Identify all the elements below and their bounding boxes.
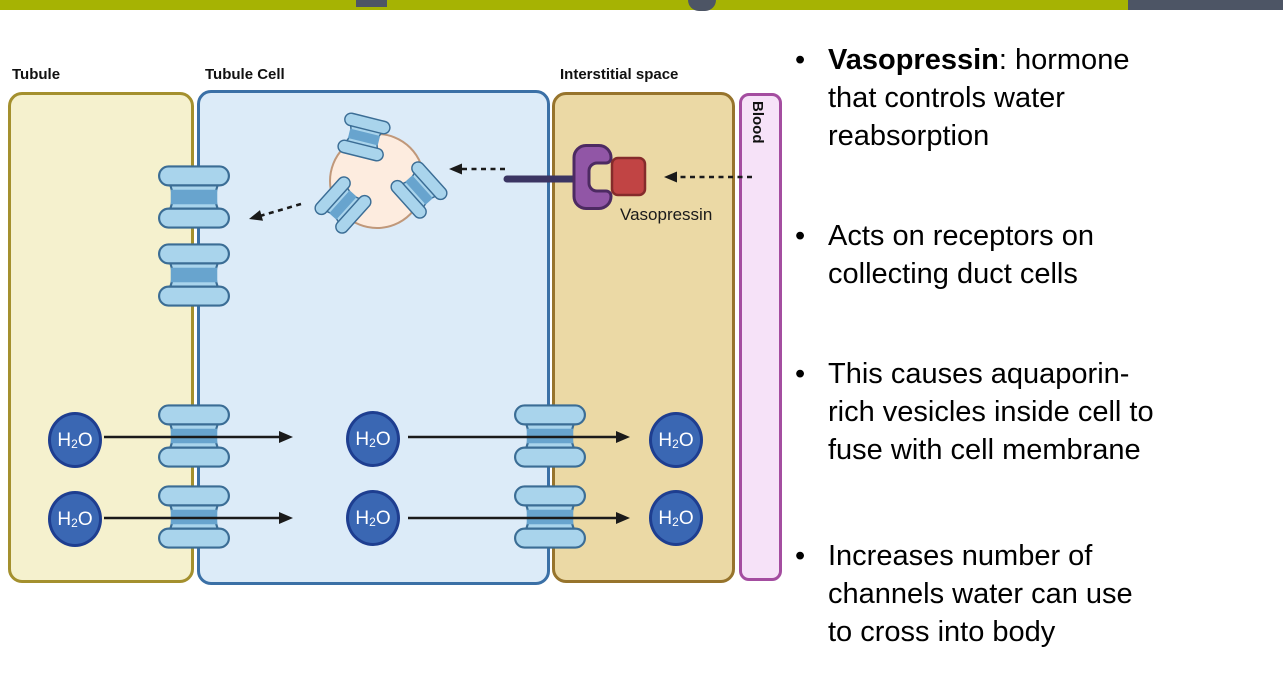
bullet-marker: • xyxy=(795,540,806,572)
bullet-text: This causes aquaporin- rich vesicles ins… xyxy=(828,355,1154,469)
tubule-cell-label: Tubule Cell xyxy=(205,66,285,83)
bullet-bold-term: Vasopressin xyxy=(828,44,999,76)
cropped-title-fragment xyxy=(688,0,716,11)
vasopressin-caption: Vasopressin xyxy=(620,205,713,224)
bullet-list: • Vasopressin: hormone that controls wat… xyxy=(795,41,1273,651)
bullet-increases-channels: • Increases number of channels water can… xyxy=(795,537,1273,651)
bullet-marker: • xyxy=(795,44,806,76)
vasopressin-receptor xyxy=(572,144,613,210)
bullet-text: Acts on receptors on collecting duct cel… xyxy=(828,217,1094,293)
bullet-text: Vasopressin: hormone that controls water… xyxy=(828,41,1129,155)
bullet-lines: This causes aquaporin- rich vesicles ins… xyxy=(828,358,1154,466)
aquaporin-channels-vesicle xyxy=(311,110,451,237)
bullet-acts-on-receptors: • Acts on receptors on collecting duct c… xyxy=(795,217,1273,293)
top-accent-bar-dark-segment xyxy=(1128,0,1283,10)
signal-dashed-arrows xyxy=(249,163,752,221)
bullet-rest: : hormone xyxy=(998,44,1130,76)
bullet-vasopressin-definition: • Vasopressin: hormone that controls wat… xyxy=(795,41,1273,155)
interstitial-space-label: Interstitial space xyxy=(560,66,679,83)
bullet-marker: • xyxy=(795,220,806,252)
vasopressin-molecule xyxy=(610,156,647,197)
bullet-lines: Increases number of channels water can u… xyxy=(828,540,1133,648)
tubule-label: Tubule xyxy=(12,66,61,83)
blood-label: Blood xyxy=(749,101,766,144)
water-flow-arrows xyxy=(104,431,630,524)
bullet-lines: that controls water reabsorption xyxy=(828,82,1065,152)
bullet-marker: • xyxy=(795,358,806,390)
bullet-lines: Acts on receptors on collecting duct cel… xyxy=(828,220,1094,290)
bullet-vesicle-fusion: • This causes aquaporin- rich vesicles i… xyxy=(795,355,1273,469)
top-accent-bar xyxy=(0,0,1128,10)
cropped-title-fragment xyxy=(356,0,387,7)
blood-region xyxy=(739,93,782,581)
bullet-text: Increases number of channels water can u… xyxy=(828,537,1133,651)
